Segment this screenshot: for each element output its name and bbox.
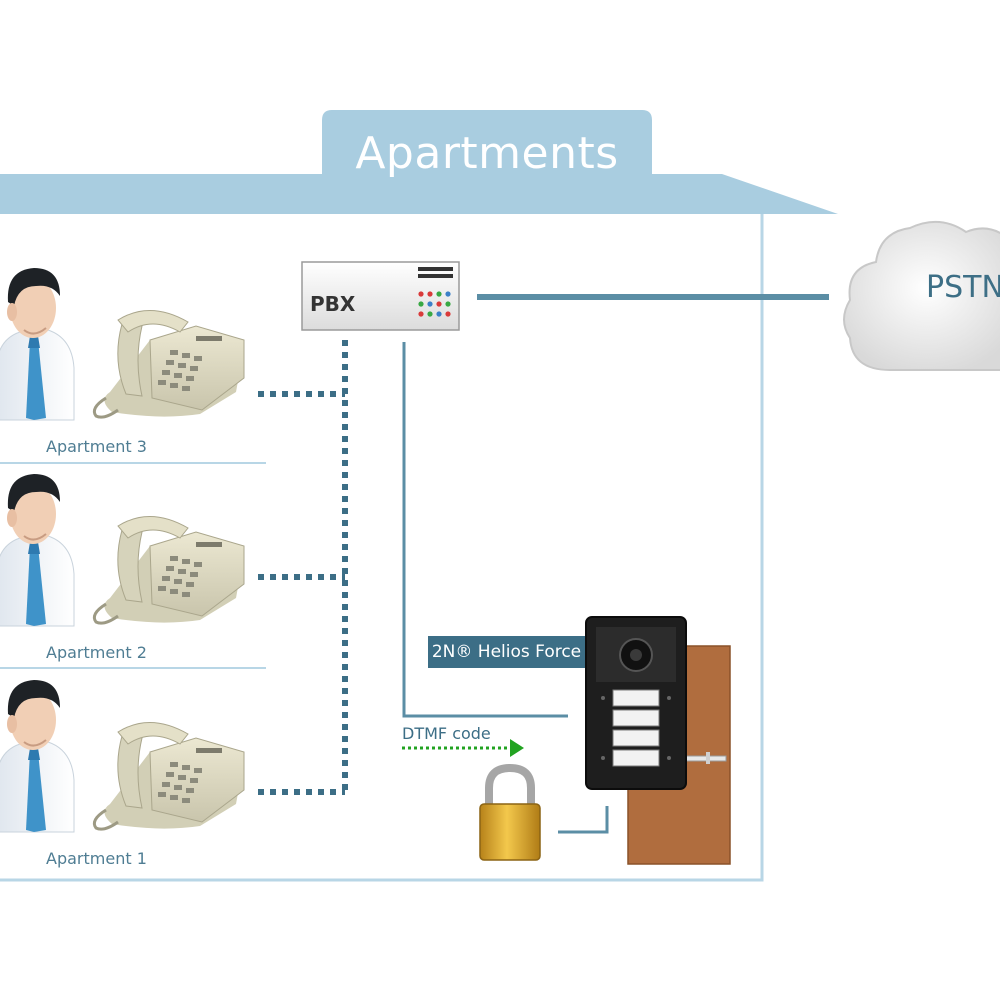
person-icon: [0, 679, 75, 833]
apartment-label: Apartment 1: [46, 849, 147, 868]
apartments-roof: [0, 110, 838, 214]
cloud-icon: [843, 221, 1000, 371]
apartment-label: Apartment 2: [46, 643, 147, 662]
person-icon: [0, 267, 75, 421]
building-outline: [0, 214, 764, 882]
apartment-label: Apartment 3: [46, 437, 147, 456]
pstn-label: PSTN: [926, 270, 1000, 305]
intercom-label: 2N® Helios Force: [428, 636, 585, 668]
padlock-icon: [479, 763, 541, 861]
pbx-server-icon: [301, 261, 460, 331]
page-title: Apartments: [355, 128, 619, 179]
telephone-icon: [92, 514, 246, 625]
internal-lines: [258, 340, 348, 796]
dtmf-label: DTMF code: [402, 724, 491, 743]
intercom-line: [402, 342, 568, 718]
pbx-label: PBX: [310, 292, 356, 316]
telephone-icon: [92, 720, 246, 831]
telephone-icon: [92, 308, 246, 419]
lock-line: [558, 806, 609, 834]
intercom-icon: [585, 616, 687, 790]
arrow-icon: [402, 739, 524, 757]
person-icon: [0, 473, 75, 627]
